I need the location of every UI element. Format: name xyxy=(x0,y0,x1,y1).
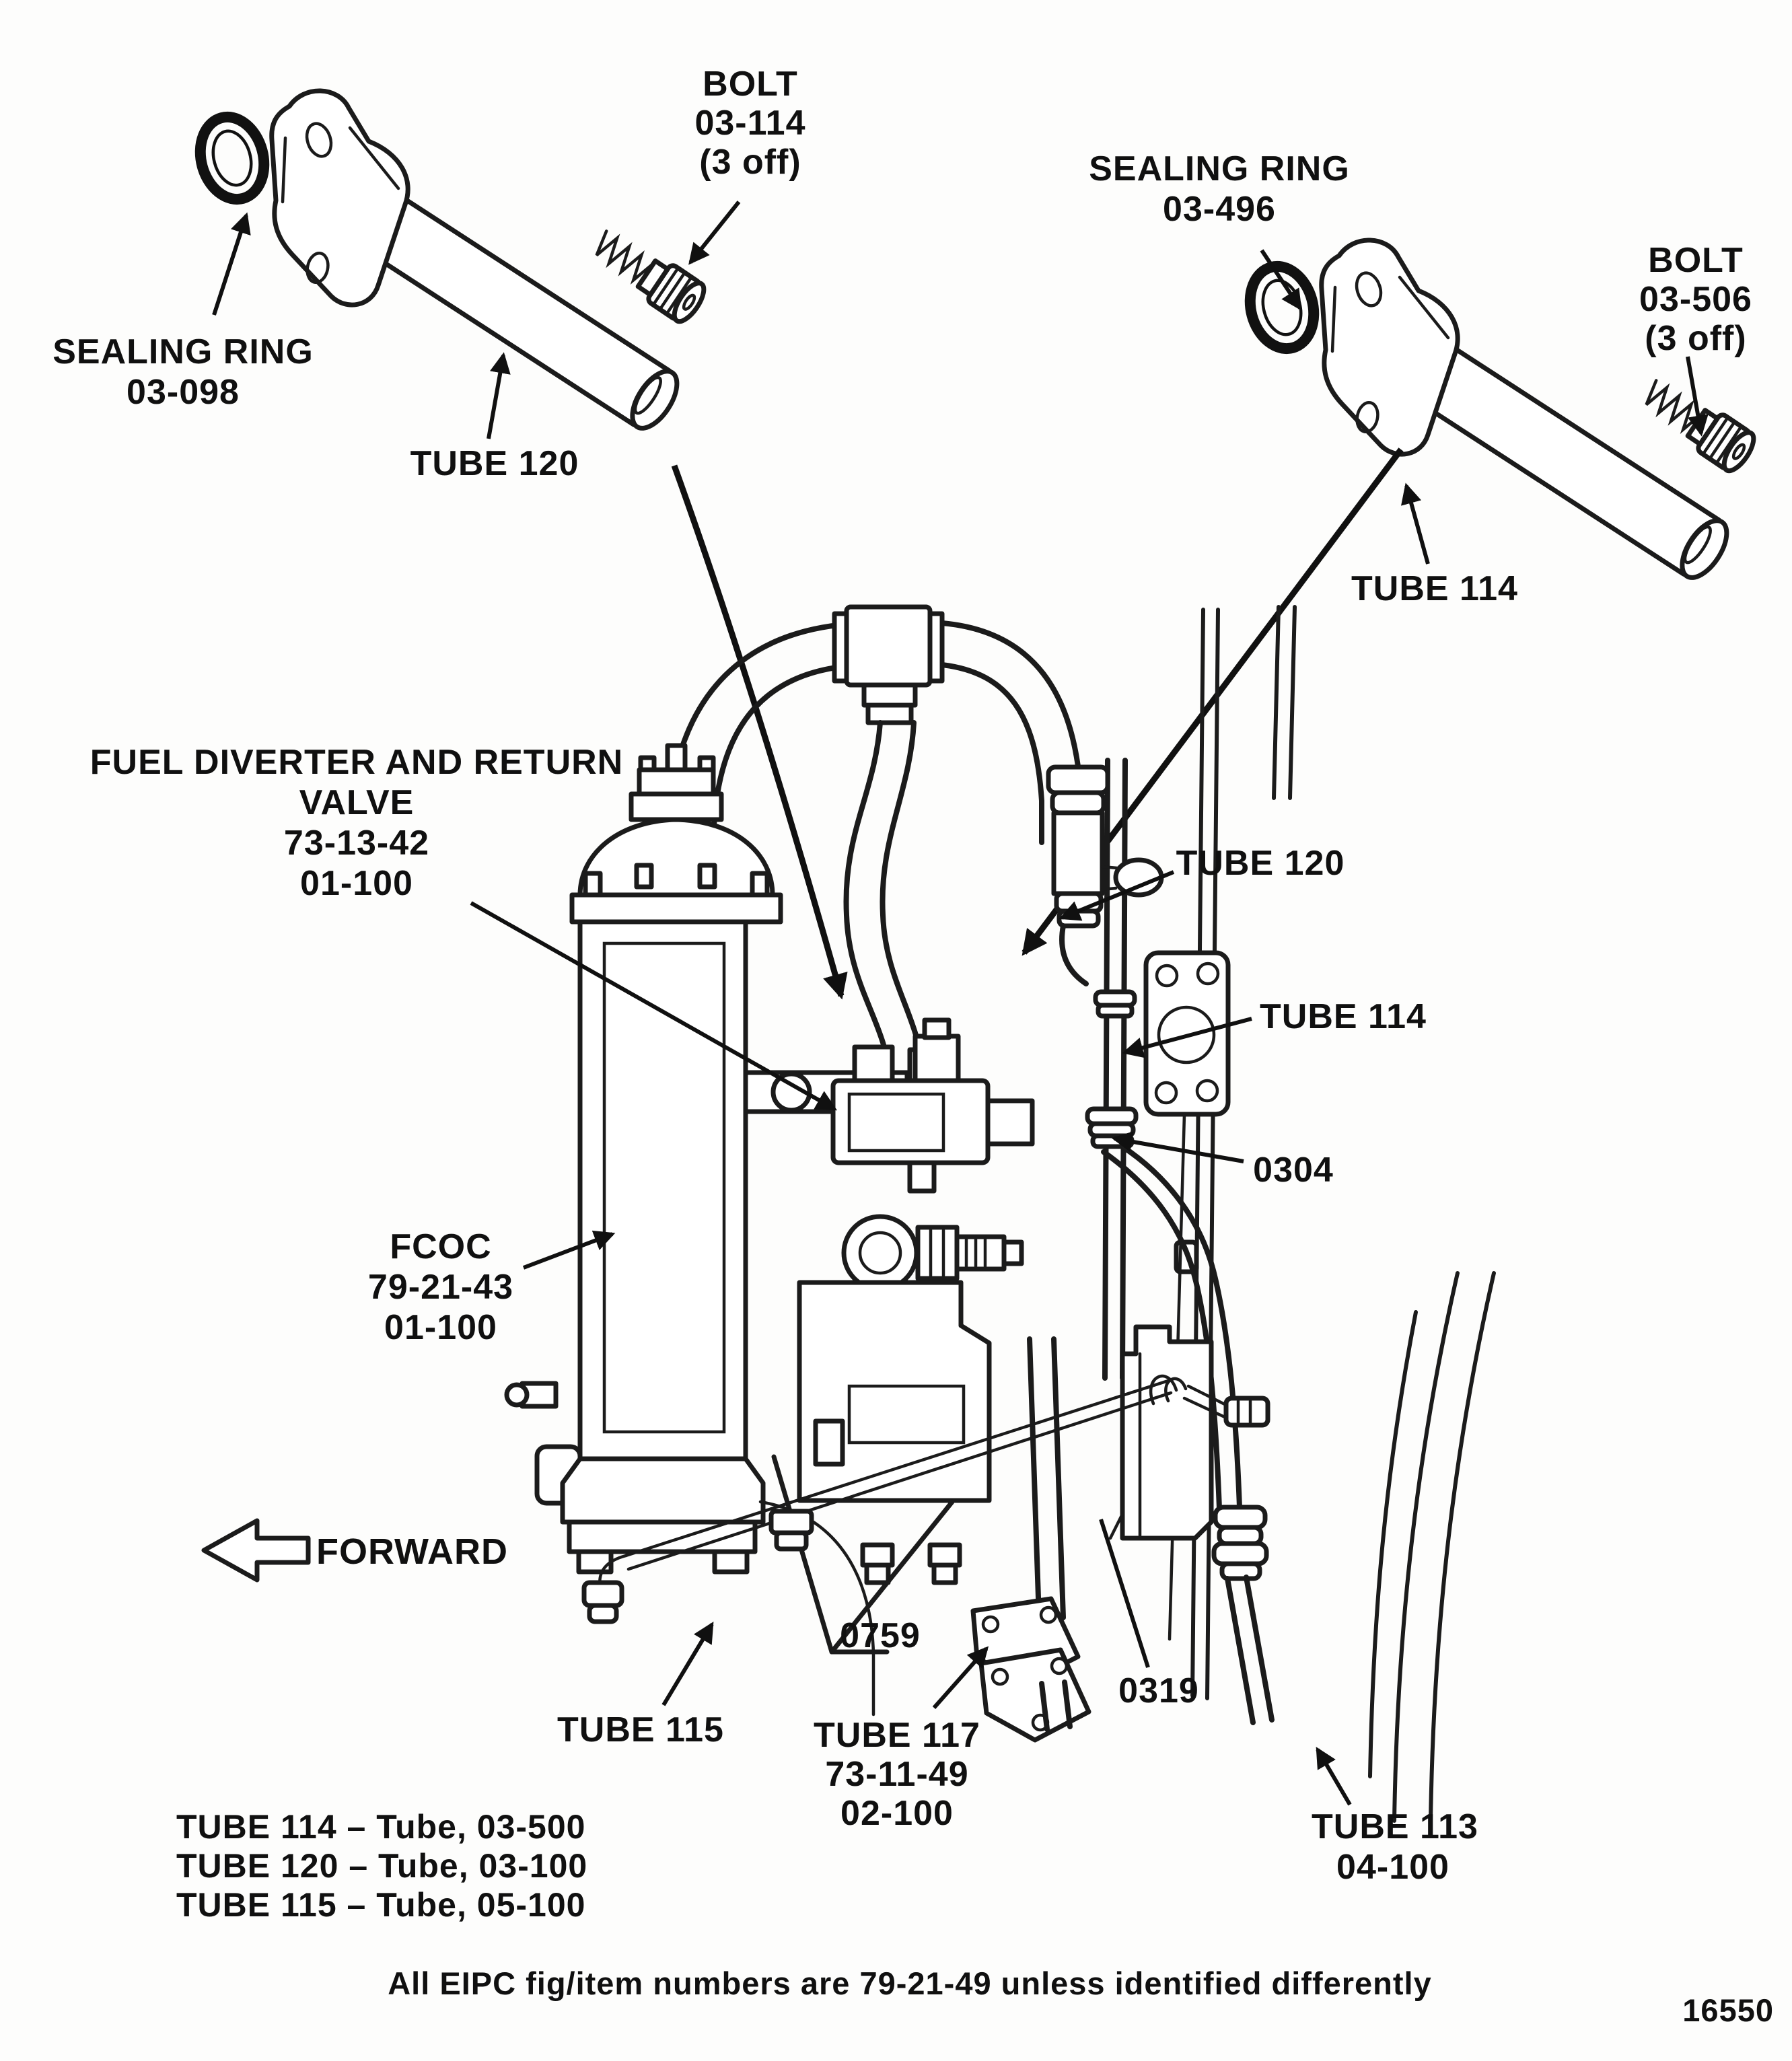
legend-row-3: TUBE 115 – Tube, 05-100 xyxy=(176,1886,585,1924)
label-tube113-1: TUBE 113 xyxy=(1312,1807,1478,1846)
label-bolt-right-3: (3 off) xyxy=(1645,319,1746,358)
legend-row-1: TUBE 114 – Tube, 03-500 xyxy=(176,1808,585,1846)
label-sealing-ring-left-1: SEALING RING xyxy=(52,332,314,371)
label-tube117-2: 73-11-49 xyxy=(825,1755,968,1794)
label-bolt-right-1: BOLT xyxy=(1648,241,1744,280)
label-fuel-diverter-2: VALVE xyxy=(299,783,415,822)
engine-frame-lines xyxy=(1174,605,1496,1823)
label-tube120-installed: TUBE 120 xyxy=(1176,844,1345,883)
label-fuel-diverter-3: 73-13-42 xyxy=(284,824,429,863)
label-tube117-3: 02-100 xyxy=(840,1794,954,1833)
legend-row-2: TUBE 120 – Tube, 03-100 xyxy=(176,1847,587,1885)
tube120-flange-drawing xyxy=(272,91,408,305)
fcoc-canister xyxy=(504,743,783,1575)
figure-number: 16550 xyxy=(1682,1992,1774,2028)
label-sealing-ring-left-2: 03-098 xyxy=(127,373,240,412)
label-sealing-ring-right-1: SEALING RING xyxy=(1089,149,1350,188)
installed-tubes-right xyxy=(1046,758,1275,1725)
tube114-flange-drawing xyxy=(1322,240,1458,454)
label-sealing-ring-right-2: 03-496 xyxy=(1163,190,1276,229)
label-fcoc-1: FCOC xyxy=(390,1227,491,1266)
label-tube114-exploded: TUBE 114 xyxy=(1351,569,1518,608)
label-fuel-diverter-4: 01-100 xyxy=(300,864,413,903)
label-bolt-right-2: 03-506 xyxy=(1639,280,1752,319)
label-tube115: TUBE 115 xyxy=(557,1710,724,1749)
label-tube120-exploded: TUBE 120 xyxy=(410,444,579,483)
label-tube114-installed: TUBE 114 xyxy=(1260,997,1427,1036)
label-fcoc-3: 01-100 xyxy=(384,1308,497,1347)
label-forward: FORWARD xyxy=(316,1531,508,1572)
main-assembly-drawing xyxy=(504,604,1496,1823)
label-tube113-2: 04-100 xyxy=(1336,1848,1449,1887)
forward-indicator: FORWARD xyxy=(201,1518,508,1583)
label-item-0319: 0319 xyxy=(1118,1671,1199,1710)
label-fcoc-2: 79-21-43 xyxy=(368,1268,513,1307)
bracket-box xyxy=(1108,1324,1214,1541)
bolt-03114-drawing xyxy=(587,223,709,326)
label-tube117-1: TUBE 117 xyxy=(814,1716,980,1755)
label-bolt-left-3: (3 off) xyxy=(699,143,801,182)
label-item-0759: 0759 xyxy=(840,1616,921,1655)
exploded-tube120-assembly xyxy=(192,91,710,435)
fuel-diverter-valve-drawing xyxy=(743,1017,1035,1716)
footer-note: All EIPC fig/item numbers are 79-21-49 u… xyxy=(388,1965,1432,2001)
label-fuel-diverter-1: FUEL DIVERTER AND RETURN xyxy=(90,743,623,782)
labels: BOLT 03-114 (3 off) SEALING RING 03-098 … xyxy=(52,65,1774,2028)
sealing-ring-03098-drawing xyxy=(192,110,273,207)
label-item-0304: 0304 xyxy=(1253,1151,1334,1190)
callout-arrows xyxy=(212,201,1709,1806)
tube117-drawing xyxy=(970,1336,1091,1743)
sealing-ring-03496-drawing xyxy=(1242,259,1323,356)
label-bolt-left-2: 03-114 xyxy=(694,104,805,143)
tube115-drawing xyxy=(581,1374,1270,1624)
label-bolt-left-1: BOLT xyxy=(703,65,798,104)
top-hoses xyxy=(665,604,1083,1082)
